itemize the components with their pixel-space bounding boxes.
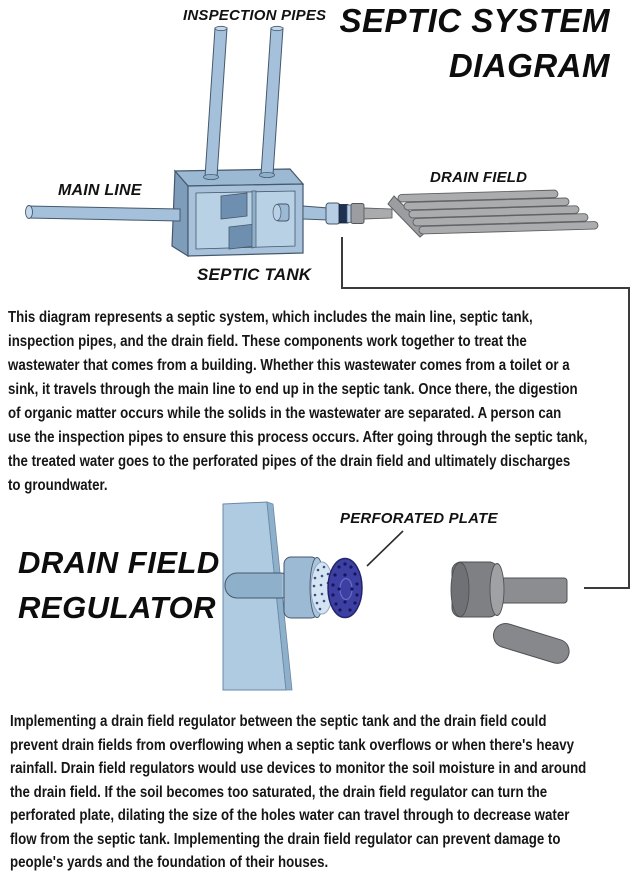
regulator-heading: DRAIN FIELD REGULATOR bbox=[18, 540, 220, 630]
perforated-plate-disc bbox=[327, 557, 363, 619]
paragraph-line: sink, it travels through the main line t… bbox=[8, 381, 578, 398]
connector-ring-light bbox=[325, 202, 341, 225]
paragraph-line: to groundwater. bbox=[8, 477, 108, 494]
paragraph-line: perforated plate, dilating the size of t… bbox=[10, 807, 570, 824]
inspection-pipes-label: INSPECTION PIPES bbox=[183, 7, 327, 24]
septic-system-paragraph: This diagram represents a septic system,… bbox=[8, 306, 640, 498]
paragraph-line: the treated water goes to the perforated… bbox=[8, 453, 571, 470]
paragraph-line: use the inspection pipes to ensure this … bbox=[8, 429, 588, 446]
main-line-pipe bbox=[25, 205, 181, 222]
paragraph-line: flow from the septic tank. Implementing … bbox=[10, 830, 561, 848]
paragraph-line: Implementing a drain field regulator bet… bbox=[10, 713, 547, 730]
page-title-line2: DIAGRAM bbox=[448, 47, 610, 84]
perforated-plate-leader-line bbox=[366, 530, 404, 567]
paragraph-line: prevent drain fields from overflowing wh… bbox=[10, 736, 575, 754]
perforated-plate-label: PERFORATED PLATE bbox=[340, 510, 498, 527]
inspection-pipe-1 bbox=[204, 27, 228, 178]
gray-angled-pipe bbox=[492, 623, 570, 664]
inspection-pipes-illustration bbox=[203, 25, 284, 180]
paragraph-line: rainfall. Drain field regulators would u… bbox=[10, 760, 587, 777]
paragraph-line: wastewater that comes from a building. W… bbox=[8, 357, 570, 374]
callout-bracket-line bbox=[341, 237, 630, 589]
paragraph-line: the drain field. If the soil becomes too… bbox=[10, 783, 548, 801]
regulator-illustration bbox=[222, 501, 404, 691]
septic-tank-label: SEPTIC TANK bbox=[197, 265, 312, 284]
connector-gray-cylinder bbox=[350, 203, 365, 224]
regulator-heading-line2: REGULATOR bbox=[18, 590, 216, 625]
main-line-label: MAIN LINE bbox=[58, 182, 142, 199]
page-title-line1: SEPTIC SYSTEM bbox=[339, 2, 610, 39]
paragraph-line: people's yards and the foundation of the… bbox=[10, 854, 329, 871]
page-title: SEPTIC SYSTEM DIAGRAM bbox=[339, 0, 610, 88]
connector-ring-navy bbox=[338, 204, 349, 224]
paragraph-line: of organic matter occurs while the solid… bbox=[8, 405, 562, 422]
outlet-connector bbox=[302, 202, 393, 225]
gray-pipe-assembly bbox=[450, 561, 570, 664]
drain-field-pipes bbox=[387, 189, 599, 238]
regulator-heading-line1: DRAIN FIELD bbox=[18, 545, 220, 580]
regulator-paragraph: Implementing a drain field regulator bet… bbox=[10, 710, 640, 875]
paragraph-line: This diagram represents a septic system,… bbox=[8, 309, 533, 326]
tank-baffle-upper bbox=[220, 192, 248, 220]
tank-baffle-lower bbox=[228, 223, 256, 250]
drain-field-label: DRAIN FIELD bbox=[430, 169, 528, 186]
inspection-pipe-2 bbox=[260, 27, 284, 176]
septic-tank-illustration bbox=[171, 168, 305, 258]
paragraph-line: inspection pipes, and the drain field. T… bbox=[8, 333, 527, 350]
